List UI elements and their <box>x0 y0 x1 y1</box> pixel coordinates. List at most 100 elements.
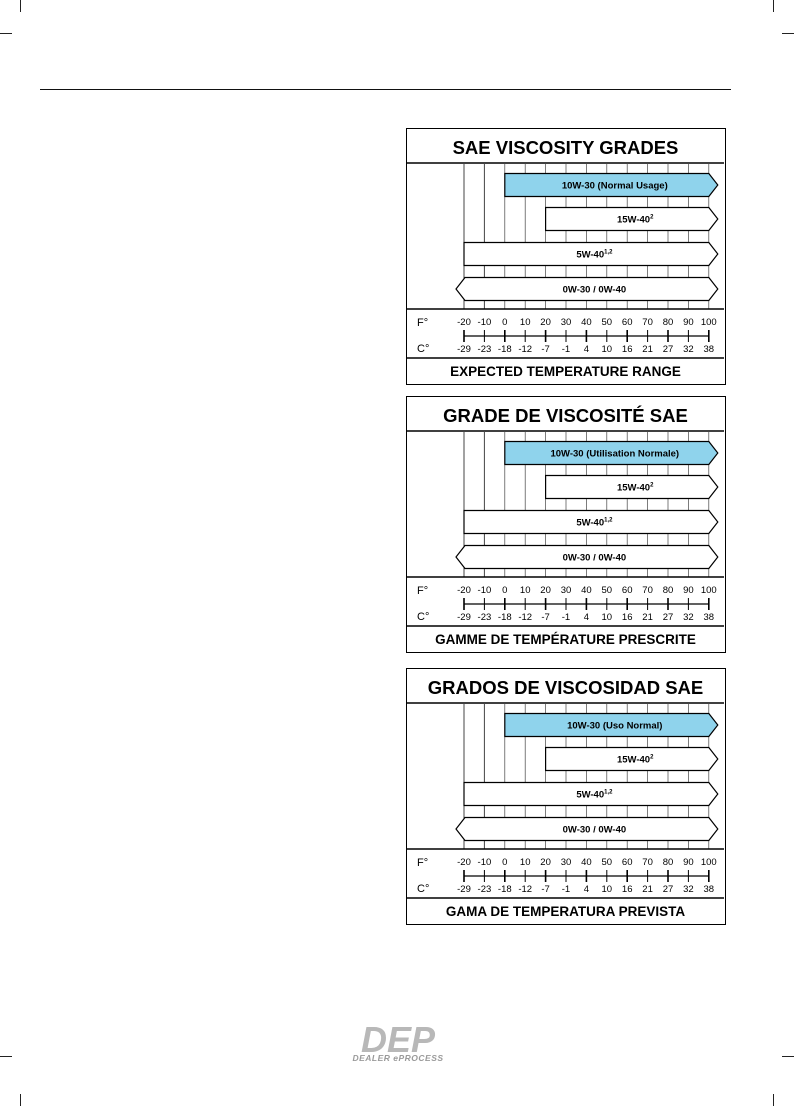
fahrenheit-tick: 80 <box>663 857 674 868</box>
chart-title: SAE VISCOSITY GRADES <box>453 137 679 158</box>
fahrenheit-tick: -10 <box>478 317 492 328</box>
fahrenheit-tick: 80 <box>663 585 674 596</box>
crop-mark <box>773 1094 774 1106</box>
fahrenheit-tick: -20 <box>457 857 471 868</box>
fahrenheit-label: F° <box>417 317 428 329</box>
celsius-tick: 38 <box>704 344 715 355</box>
celsius-tick: 32 <box>683 344 694 355</box>
oil-grade-bar <box>455 544 719 570</box>
oil-grade-bar <box>504 440 719 466</box>
fahrenheit-tick: 100 <box>701 317 717 328</box>
celsius-tick: -29 <box>457 884 471 895</box>
viscosity-chart-english: SAE VISCOSITY GRADES 10W-30 (Normal Usage… <box>406 128 726 385</box>
grade-footnote: 1,2 <box>604 250 613 256</box>
chart-svg: SAE VISCOSITY GRADES 10W-30 (Normal Usage… <box>407 137 724 379</box>
celsius-tick: -7 <box>541 612 549 623</box>
celsius-tick: 21 <box>642 884 653 895</box>
grade-footnote: 2 <box>650 215 654 221</box>
fahrenheit-tick: 100 <box>701 585 717 596</box>
grade-footnote: 1,2 <box>604 790 613 796</box>
crop-mark <box>782 1056 794 1057</box>
celsius-tick: -1 <box>562 612 570 623</box>
celsius-tick: 27 <box>663 884 674 895</box>
chart-title: GRADE DE VISCOSITÉ SAE <box>443 405 688 426</box>
oil-grade-label: 10W-30 (Utilisation Normale) <box>550 449 679 460</box>
fahrenheit-tick: 90 <box>683 585 694 596</box>
celsius-label: C° <box>417 343 429 355</box>
celsius-tick: -1 <box>562 884 570 895</box>
celsius-tick: -7 <box>541 344 549 355</box>
fahrenheit-tick: 70 <box>642 317 653 328</box>
celsius-tick: -7 <box>541 884 549 895</box>
chart-title: GRADOS DE VISCOSIDAD SAE <box>428 677 704 698</box>
celsius-tick: 27 <box>663 344 674 355</box>
celsius-tick: -12 <box>518 884 532 895</box>
fahrenheit-tick: 20 <box>540 585 551 596</box>
oil-grade-bar <box>504 712 719 738</box>
fahrenheit-tick: 30 <box>561 585 572 596</box>
oil-grade-label: 15W-402 <box>617 755 654 766</box>
fahrenheit-tick: -20 <box>457 585 471 596</box>
chart-footer: EXPECTED TEMPERATURE RANGE <box>450 364 681 379</box>
fahrenheit-tick: -10 <box>478 857 492 868</box>
crop-mark <box>773 0 774 12</box>
fahrenheit-tick: 10 <box>520 585 531 596</box>
celsius-tick: -18 <box>498 884 512 895</box>
fahrenheit-tick: 50 <box>602 317 613 328</box>
celsius-tick: -23 <box>478 884 492 895</box>
celsius-tick: -12 <box>518 344 532 355</box>
fahrenheit-tick: 0 <box>502 585 507 596</box>
celsius-tick: -23 <box>478 612 492 623</box>
oil-grade-bar <box>463 781 719 807</box>
fahrenheit-tick: 60 <box>622 857 633 868</box>
chart-footer: GAMME DE TEMPÉRATURE PRESCRITE <box>435 632 696 647</box>
celsius-tick: 16 <box>622 612 633 623</box>
celsius-tick: 21 <box>642 344 653 355</box>
oil-grade-bar <box>545 746 719 772</box>
fahrenheit-tick: 30 <box>561 317 572 328</box>
crop-mark <box>782 33 794 34</box>
celsius-tick: 4 <box>584 612 589 623</box>
fahrenheit-label: F° <box>417 585 428 597</box>
oil-grade-label: 0W-30 / 0W-40 <box>563 285 627 296</box>
fahrenheit-tick: 50 <box>602 857 613 868</box>
crop-mark <box>0 1056 12 1057</box>
crop-mark <box>20 0 21 12</box>
header-rule <box>40 89 731 90</box>
celsius-tick: -29 <box>457 344 471 355</box>
fahrenheit-tick: 40 <box>581 317 592 328</box>
oil-grade-label: 10W-30 (Normal Usage) <box>562 181 668 192</box>
logo-mark: DEP <box>361 1022 436 1060</box>
oil-grade-bar <box>545 206 719 232</box>
celsius-tick: 4 <box>584 884 589 895</box>
fahrenheit-label: F° <box>417 857 428 869</box>
celsius-tick: 27 <box>663 612 674 623</box>
fahrenheit-tick: 100 <box>701 857 717 868</box>
oil-grade-label: 5W-401,2 <box>576 790 613 801</box>
celsius-tick: 21 <box>642 612 653 623</box>
crop-mark <box>20 1094 21 1106</box>
celsius-tick: -18 <box>498 612 512 623</box>
crop-mark <box>0 33 12 34</box>
celsius-tick: 10 <box>602 612 613 623</box>
celsius-tick: 16 <box>622 884 633 895</box>
fahrenheit-tick: 60 <box>622 317 633 328</box>
chart-svg: GRADE DE VISCOSITÉ SAE 10W-30 (Utilisatio… <box>407 405 724 647</box>
oil-grade-bar <box>463 509 719 535</box>
fahrenheit-tick: 90 <box>683 857 694 868</box>
logo-text: DEALER ePROCESS <box>352 1053 444 1063</box>
celsius-tick: -1 <box>562 344 570 355</box>
fahrenheit-tick: 80 <box>663 317 674 328</box>
celsius-tick: 38 <box>704 884 715 895</box>
celsius-tick: -18 <box>498 344 512 355</box>
oil-grade-bar <box>455 816 719 842</box>
fahrenheit-tick: 60 <box>622 585 633 596</box>
chart-footer: GAMA DE TEMPERATURA PREVISTA <box>446 904 686 919</box>
grade-footnote: 2 <box>650 755 654 761</box>
celsius-tick: 10 <box>602 344 613 355</box>
oil-grade-bar <box>545 474 719 500</box>
dealer-eprocess-logo: DEP <box>361 1022 436 1060</box>
celsius-tick: -23 <box>478 344 492 355</box>
